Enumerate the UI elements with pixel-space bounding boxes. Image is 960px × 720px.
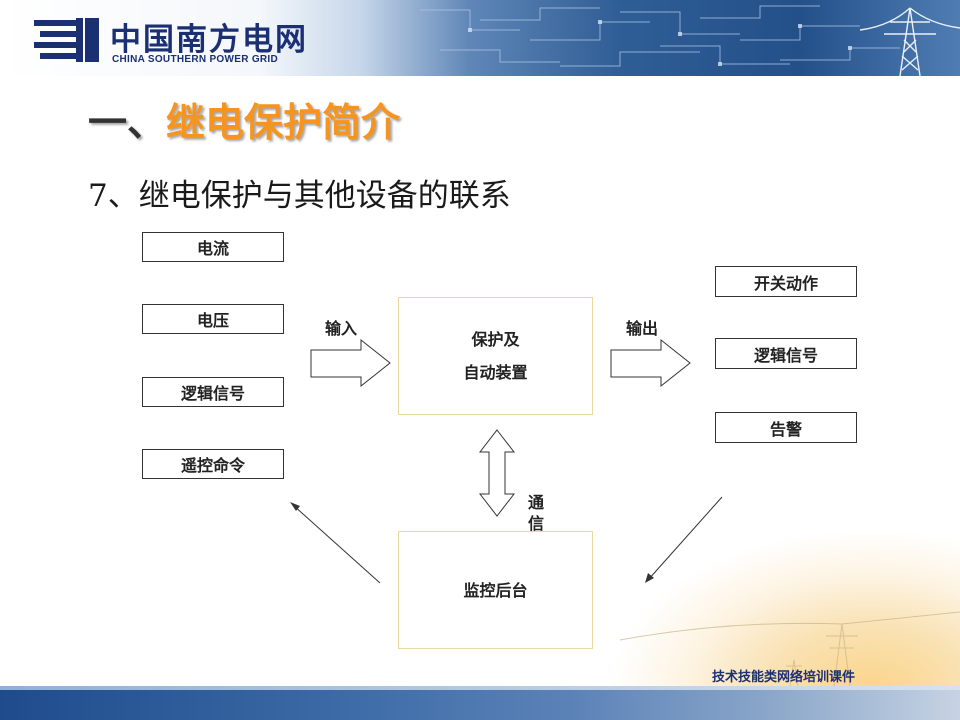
- footer-bar: [0, 690, 960, 720]
- footer-course-label: 技术技能类网络培训课件: [712, 666, 855, 685]
